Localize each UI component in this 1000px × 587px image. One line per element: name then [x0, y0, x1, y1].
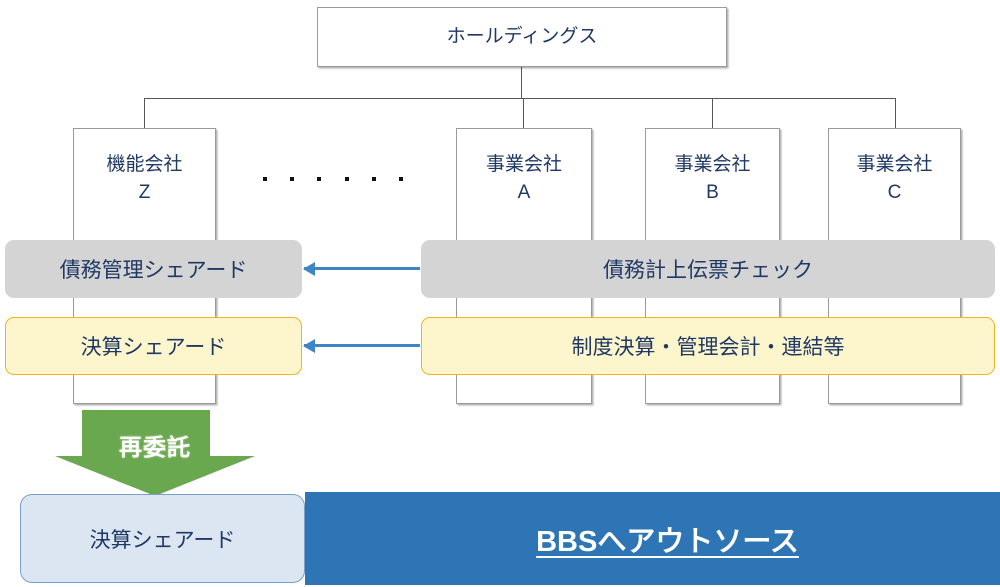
ellipsis-dots [263, 176, 403, 182]
connector-drop-z [144, 98, 145, 128]
band-statutory-management-consolidation-label: 制度決算・管理会計・連結等 [571, 336, 845, 359]
band-closing-shared-label: 決算シェアード [80, 336, 227, 359]
arrow-closing-left [304, 344, 420, 347]
connector-drop-a [523, 98, 524, 128]
arrow-debt-left [304, 267, 420, 270]
band-debt-management-shared-label: 債務管理シェアード [59, 259, 248, 282]
holdings-box: ホールディングス [317, 7, 727, 67]
closing-shared-bottom-box: 決算シェアード [20, 494, 305, 583]
closing-shared-bottom-box-label: 決算シェアード [89, 528, 236, 552]
band-debt-voucher-check-label: 債務計上伝票チェック [603, 259, 813, 282]
outsource-bar: BBSへアウトソース [305, 492, 1000, 585]
band-statutory-management-consolidation: 制度決算・管理会計・連結等 [421, 317, 995, 375]
ellipsis-dot [317, 177, 322, 181]
band-closing-shared: 決算シェアード [5, 317, 302, 375]
subsidiary-box-b-label: 事業会社 B [674, 154, 751, 203]
ellipsis-dot [263, 177, 267, 181]
ellipsis-dot [290, 177, 295, 181]
subsidiary-box-c-label: 事業会社 C [856, 154, 933, 203]
subsidiary-box-a-label: 事業会社 A [485, 154, 562, 203]
subsidiary-box-z-label: 機能会社 Z [106, 154, 183, 203]
ellipsis-dot [398, 177, 403, 181]
connector-trunk-vertical [521, 67, 522, 99]
resubcontract-arrow: 再委託 [55, 410, 255, 496]
connector-horizontal-bus [144, 98, 896, 99]
connector-drop-b [712, 98, 713, 128]
outsource-bar-label: BBSへアウトソース [536, 525, 799, 558]
ellipsis-dot [344, 177, 349, 181]
holdings-box-label: ホールディングス [446, 26, 598, 48]
resubcontract-arrow-label: 再委託 [119, 434, 191, 460]
ellipsis-dot [371, 177, 376, 181]
connector-drop-c [895, 98, 896, 128]
band-debt-voucher-check: 債務計上伝票チェック [421, 240, 995, 298]
band-debt-management-shared: 債務管理シェアード [5, 240, 302, 298]
